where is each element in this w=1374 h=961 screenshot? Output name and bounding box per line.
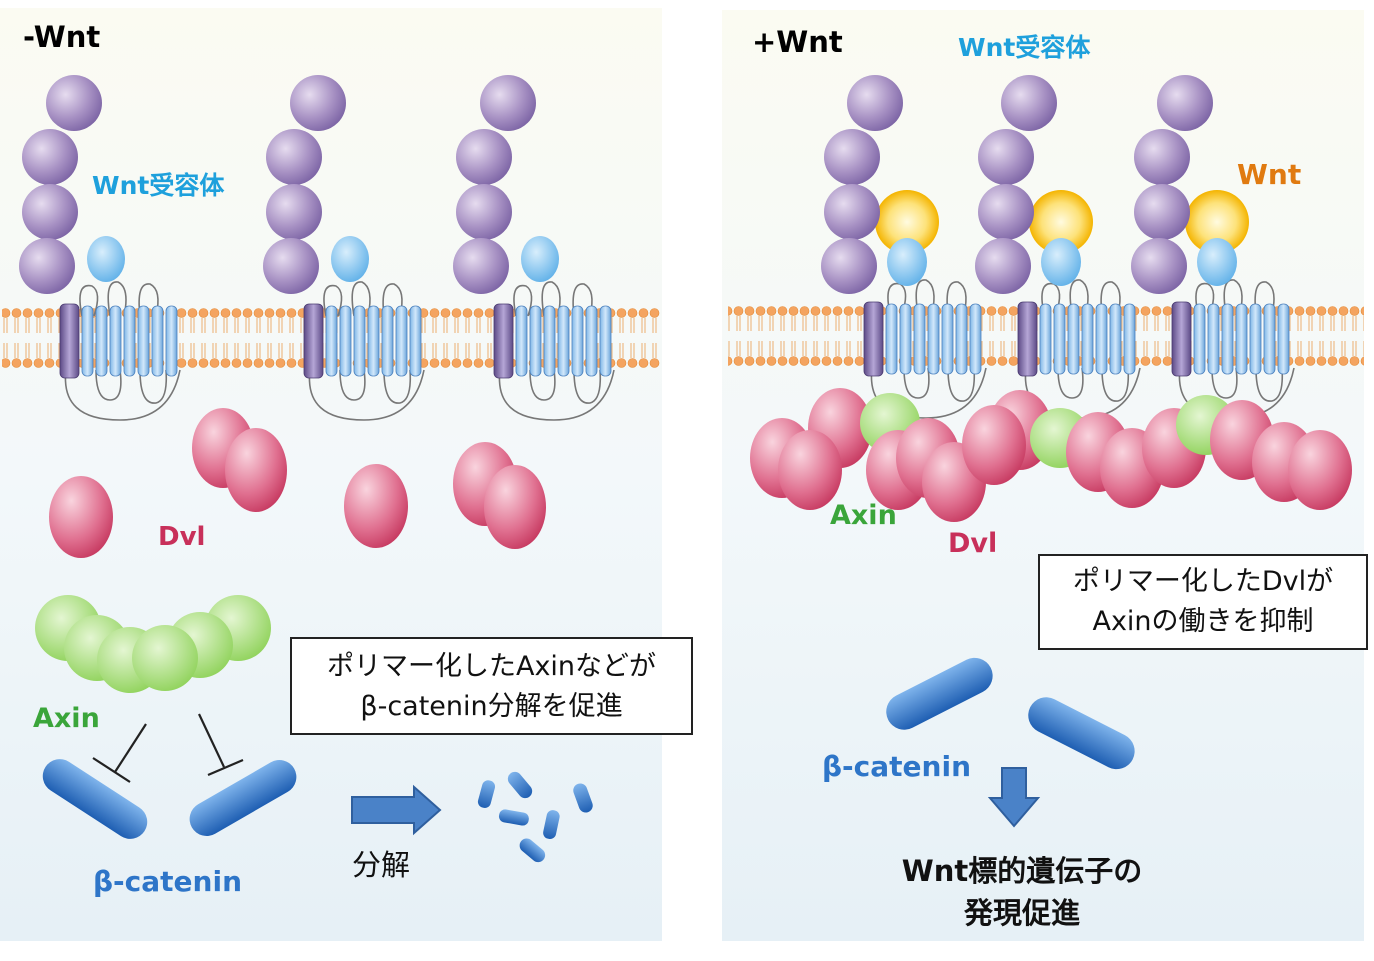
degrade-label: 分解	[352, 848, 411, 882]
plus-wnt-diagram	[722, 10, 1364, 941]
receptor-label: Wnt受容体	[958, 33, 1091, 62]
axin-label: Axin	[33, 703, 100, 734]
dvl-label: Dvl	[948, 528, 998, 559]
explanation-line: ポリマー化したDvlが	[1072, 566, 1334, 597]
panel-minus-wnt: -Wnt Wnt受容体 Dvl Axin β-catenin ポリマー化したAx…	[0, 0, 693, 941]
wnt-ligand	[875, 190, 939, 254]
minus-wnt-diagram	[0, 8, 662, 941]
result-line: 発現促進	[963, 896, 1080, 930]
beta-catenin-label: β-catenin	[822, 750, 971, 783]
dvl-axin-complex	[750, 388, 1352, 522]
explanation-line: Axinの働きを抑制	[1092, 606, 1314, 637]
axin-label: Axin	[830, 500, 897, 531]
axin-polymer	[35, 595, 271, 693]
dvl-label: Dvl	[158, 522, 206, 552]
wnt-ligand	[1029, 190, 1093, 254]
wnt-label: Wnt	[1237, 158, 1302, 191]
dvl-proteins	[49, 408, 546, 558]
panel-plus-wnt: +Wnt Wnt受容体 Wnt Axin Dvl ポリマー化したDvlが Axi…	[722, 0, 1368, 941]
beta-catenin-rods	[886, 657, 1135, 770]
explanation-box: ポリマー化したAxinなどが β-catenin分解を促進	[290, 637, 693, 735]
beta-catenin-label: β-catenin	[93, 865, 242, 898]
explanation-box: ポリマー化したDvlが Axinの働きを抑制	[1038, 554, 1368, 650]
degrade-arrow-icon	[351, 784, 442, 836]
panel-background	[0, 8, 662, 941]
wnt-receptor	[263, 75, 425, 421]
down-arrow-icon	[987, 767, 1041, 828]
condition-label: +Wnt	[752, 25, 843, 59]
beta-catenin-fragments	[477, 771, 593, 863]
wnt-receptor	[975, 75, 1141, 419]
wnt-receptor	[453, 75, 615, 421]
wnt-receptor	[19, 75, 181, 421]
result-text: Wnt標的遺伝子の 発現促進	[852, 850, 1192, 934]
inhibition-arrows	[92, 713, 244, 783]
wnt-ligand	[1185, 190, 1249, 254]
wnt-receptor	[1131, 75, 1295, 419]
beta-catenin-rods	[42, 759, 297, 839]
result-line: Wnt標的遺伝子の	[901, 854, 1143, 888]
explanation-line: ポリマー化したAxinなどが	[326, 651, 657, 682]
explanation-line: β-catenin分解を促進	[360, 691, 623, 722]
receptor-label: Wnt受容体	[92, 171, 225, 200]
condition-label: -Wnt	[23, 20, 101, 54]
wnt-receptor	[821, 75, 987, 419]
